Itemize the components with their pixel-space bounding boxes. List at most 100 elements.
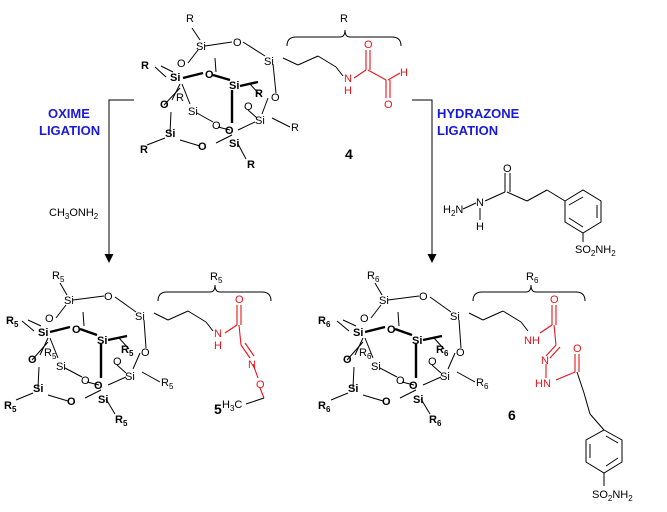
o-atom: O [72, 324, 81, 336]
reagent-so2nh2: SO2NH2 [575, 244, 616, 258]
left-reaction-arrow [104, 99, 134, 263]
si-atom: Si [229, 138, 239, 150]
si-atom: Si [135, 311, 145, 323]
si-atom: Si [229, 80, 239, 92]
n-atom: N [214, 328, 222, 340]
o-atom: O [113, 356, 122, 368]
r-label: R [255, 88, 263, 100]
o-atom: O [409, 380, 418, 392]
r-label: R [247, 159, 255, 171]
right-reaction-arrow [412, 99, 437, 263]
n-atom: N [248, 359, 256, 371]
compound-5-number: 5 [214, 401, 222, 417]
o-atom: O [233, 37, 242, 49]
o-atom: O [396, 375, 405, 387]
reagent-n: N [476, 197, 484, 209]
o-atom: O [141, 347, 150, 359]
compound-4: R Si O Si O R Si O Si R O R Si O O O Si … [140, 13, 408, 171]
si-atom: Si [255, 115, 265, 127]
r5-label: R5 [6, 315, 19, 329]
si-atom: Si [188, 106, 198, 118]
si-atom: Si [170, 72, 180, 84]
r-label: R [176, 92, 184, 104]
compound-6: R6 Si O Si O R6 Si O Si R6 O R6 Si O O O… [318, 270, 633, 503]
o-atom: O [177, 58, 186, 70]
r6-label: R6 [318, 400, 331, 414]
r5-label: R5 [121, 344, 134, 358]
reagent-h: H [476, 221, 484, 233]
r6-label: R6 [429, 414, 442, 428]
o-atom: O [387, 324, 396, 336]
r6-label: R6 [359, 347, 372, 361]
si-atom: Si [97, 335, 107, 347]
compound-4-number: 4 [345, 146, 353, 162]
si-atom: Si [348, 383, 358, 395]
o-atom: O [81, 375, 90, 387]
r6-label: R6 [526, 271, 539, 285]
compound-6-number: 6 [508, 407, 516, 423]
oxime-label-line2: LIGATION [39, 123, 100, 138]
o-atom: O [160, 99, 169, 111]
r5-label: R5 [115, 414, 128, 428]
hn-atom: HN [535, 378, 551, 390]
si-atom: Si [353, 327, 363, 339]
si-atom: Si [440, 371, 450, 383]
o-atom: O [67, 396, 76, 408]
nh-atom: NH [524, 335, 540, 347]
o-atom: O [428, 356, 437, 368]
o-atom: O [225, 125, 234, 137]
o-atom: O [271, 92, 280, 104]
o-atom: O [235, 294, 244, 306]
o-atom: O [419, 291, 428, 303]
si-atom: Si [56, 361, 66, 373]
n-atom: N [541, 355, 549, 367]
r5-label: R5 [161, 377, 174, 391]
methyl-label: H3C [222, 399, 242, 413]
r6-label: R6 [367, 270, 380, 284]
r-label: R [186, 13, 194, 25]
compound-5: R5 Si O Si O R5 Si O Si R5 O R5 Si O O O… [4, 270, 272, 428]
si-atom: Si [38, 327, 48, 339]
si-atom: Si [125, 371, 135, 383]
reagent-ch3onh2: CH3ONH2 [49, 207, 99, 221]
o-atom: O [256, 379, 265, 391]
n-atom: N [344, 73, 352, 85]
sulfonamide-label: SO2NH2 [592, 489, 633, 503]
r6-label: R6 [436, 344, 449, 358]
si-atom: Si [98, 394, 108, 406]
o-atom: O [384, 99, 393, 111]
o-atom: O [205, 69, 214, 81]
r-label: R [340, 13, 348, 25]
si-atom: Si [413, 394, 423, 406]
o-atom: O [198, 141, 207, 153]
reagent-h2n: H2N [443, 204, 463, 218]
hydrazone-label-line1: HYDRAZONE [437, 106, 520, 121]
si-atom: Si [371, 361, 381, 373]
r-label: R [140, 144, 148, 156]
r-label: R [141, 60, 149, 72]
o-atom: O [550, 294, 559, 306]
si-atom: Si [165, 128, 175, 140]
h-atom: H [400, 67, 408, 79]
reagent-o: O [503, 163, 512, 175]
o-atom: O [45, 313, 54, 325]
o-atom: O [212, 120, 221, 132]
o-atom: O [456, 347, 465, 359]
si-atom: Si [450, 311, 460, 323]
o-atom: O [104, 291, 113, 303]
o-atom: O [573, 343, 582, 355]
si-atom: Si [196, 41, 206, 53]
si-atom: Si [379, 295, 389, 307]
o-atom: O [28, 354, 37, 366]
hydrazone-label-line2: LIGATION [437, 123, 498, 138]
si-atom: Si [64, 295, 74, 307]
oxime-label-line1: OXIME [48, 106, 90, 121]
r5-label: R5 [4, 400, 17, 414]
methoxyamine-reagent: CH3ONH2 [49, 207, 99, 221]
o-atom: O [360, 313, 369, 325]
o-atom: O [244, 101, 253, 113]
o-atom: O [343, 354, 352, 366]
h-atom: H [214, 340, 222, 352]
si-atom: Si [33, 383, 43, 395]
